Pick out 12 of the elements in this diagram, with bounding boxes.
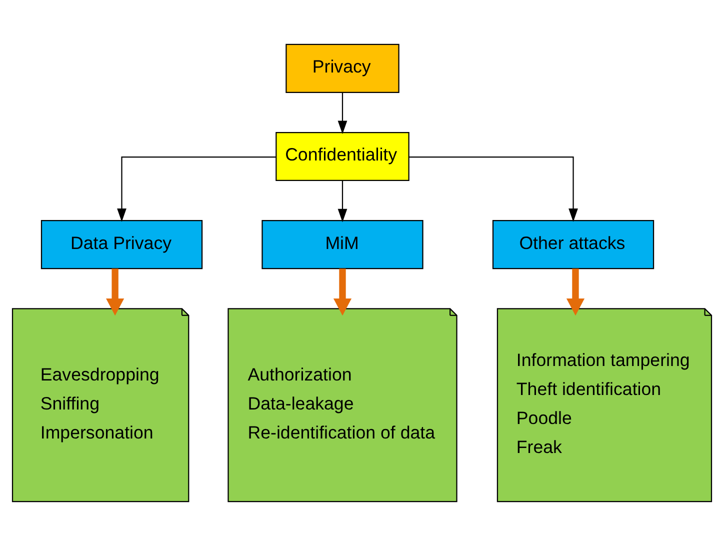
arrow	[408, 156, 578, 222]
node-box: Other attacks	[492, 220, 654, 269]
arrow	[338, 92, 348, 134]
arrow	[566, 268, 585, 316]
arrow	[338, 180, 348, 222]
node-box: Confidentiality	[276, 131, 410, 181]
arrow	[106, 268, 124, 316]
node-box: Privacy	[286, 43, 400, 92]
node-box: MiM	[262, 220, 424, 269]
arrow	[117, 156, 276, 222]
node-box: Data Privacy	[40, 220, 203, 269]
arrow	[333, 268, 352, 316]
